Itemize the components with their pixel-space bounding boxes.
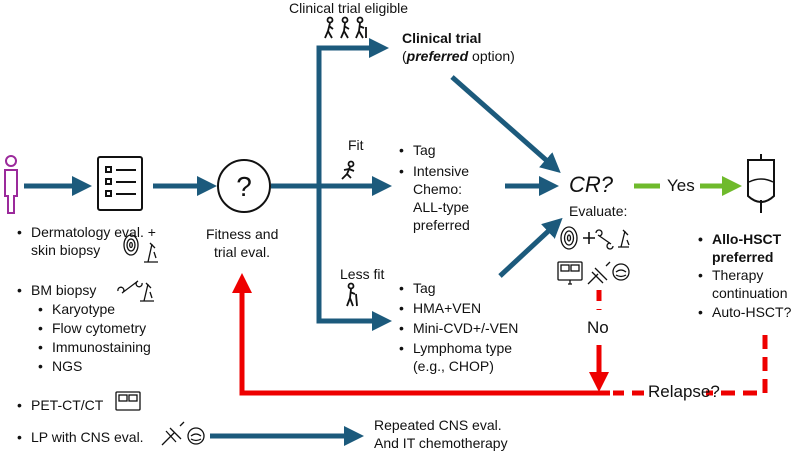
outcome-item-continuation: continuation [712, 285, 788, 301]
fit-label: Fit [348, 137, 364, 153]
fit-item-preferred: preferred [413, 217, 470, 233]
less-fit-item-hma-ven: HMA+VEN [399, 299, 481, 317]
workup-bm-flow: Flow cytometry [38, 319, 146, 337]
option-word: option) [468, 48, 515, 64]
fit-item-all-type: ALL-type [413, 199, 470, 215]
fit-item-tag: Tag [399, 141, 435, 159]
outcome-item-allo-hsct: Allo-HSCT [698, 230, 781, 248]
evaluate-label: Evaluate: [569, 203, 628, 219]
workup-lp-cns: LP with CNS eval. [17, 428, 144, 446]
outcome-item-auto-hsct: Auto-HSCT? [698, 303, 791, 321]
workup-bm-immuno: Immunostaining [38, 338, 151, 356]
elderly-cane-icon [346, 282, 358, 307]
evaluate-icons [557, 226, 630, 285]
syringe-brain-icon [161, 421, 205, 446]
fit-item-chemo: Chemo: [413, 181, 463, 197]
arrow-lessfit-to-cr [498, 217, 563, 278]
fitness-label-line1: Fitness and [206, 226, 279, 242]
less-fit-item-tag: Tag [399, 279, 435, 297]
svg-text:?: ? [236, 171, 252, 202]
fitness-label-line2: trial eval. [214, 244, 271, 260]
bone-microscope-icon [117, 280, 154, 302]
workup-derm-line1: Dermatology eval. + [17, 223, 156, 241]
workup-bm-biopsy: BM biopsy [17, 281, 96, 299]
arrow-to-less-fit [316, 186, 392, 331]
paren-open: ( [402, 48, 407, 64]
preferred-word: preferred [406, 48, 469, 64]
checklist-icon [97, 156, 143, 211]
cr-question-label: CR? [569, 172, 614, 197]
relapse-paths [232, 273, 768, 396]
relapse-label: Relapse? [648, 382, 720, 401]
relapse-dashed-from-outcome [706, 335, 768, 396]
less-fit-item-chop: (e.g., CHOP) [413, 358, 494, 374]
monitor-icon [115, 391, 141, 411]
flow-arrows [24, 38, 563, 446]
runner-icon [341, 160, 355, 180]
arrow-to-clinical-trial [316, 38, 389, 186]
outcome-item-preferred: preferred [712, 249, 774, 265]
iv-bag-icon [747, 154, 775, 213]
arrow-trial-to-cr [450, 75, 561, 173]
less-fit-item-lymphoma: Lymphoma type [399, 339, 512, 357]
people-walking-icon [324, 16, 367, 39]
question-circle-icon: ? [217, 159, 271, 213]
clinical-trial-subtitle: (preferred option) [402, 47, 515, 65]
relapse-return-line [232, 273, 610, 396]
less-fit-label: Less fit [340, 266, 385, 282]
workup-bm-ngs: NGS [38, 357, 83, 375]
yes-label: Yes [667, 176, 695, 195]
less-fit-item-mini-cvd: Mini-CVD+/-VEN [399, 319, 518, 337]
workup-derm-line2: skin biopsy [31, 242, 101, 258]
clinical-trial-eligible-label: Clinical trial eligible [289, 0, 409, 16]
workup-pet-ct: PET-CT/CT [17, 396, 103, 414]
patient-icon [4, 155, 18, 214]
workup-bm-karyotype: Karyotype [38, 300, 115, 318]
cns-label-line2: And IT chemotherapy [374, 435, 508, 451]
fit-item-intensive: Intensive [399, 162, 469, 180]
clinical-trial-title: Clinical trial [402, 30, 482, 46]
cns-label-line1: Repeated CNS eval. [374, 417, 502, 433]
no-label: No [587, 318, 609, 337]
outcome-item-therapy: Therapy [698, 266, 763, 284]
